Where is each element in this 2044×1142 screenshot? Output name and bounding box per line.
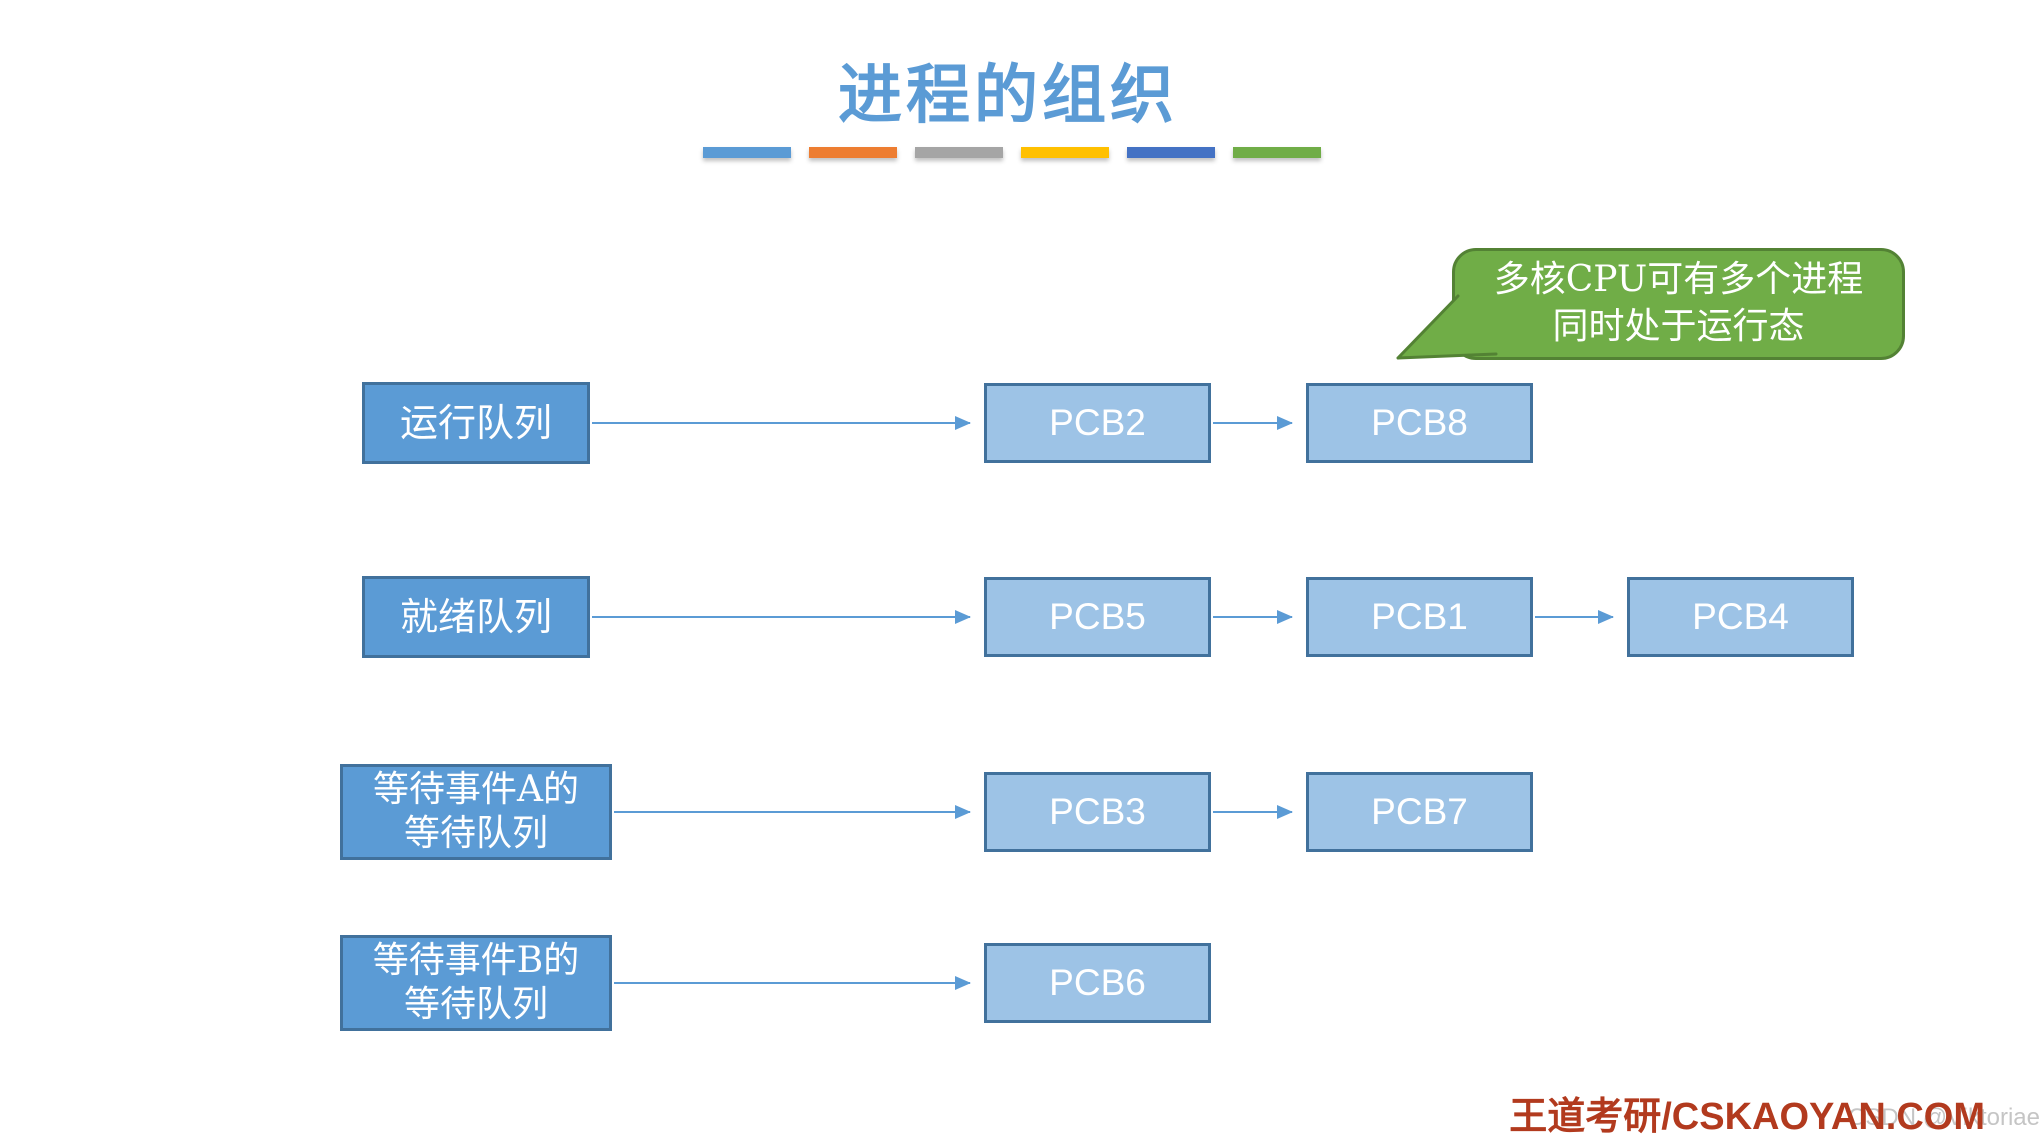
pcb-box-pcb6: PCB6 (984, 943, 1211, 1023)
accent-bar-orange (809, 147, 897, 158)
queue-label-wait-event-a: 等待事件A的 等待队列 (340, 764, 612, 860)
accent-bar-gray (915, 147, 1003, 158)
page-title: 进程的组织 (838, 58, 1178, 133)
queue-label-wait-event-b: 等待事件B的 等待队列 (340, 935, 612, 1031)
pcb-box-pcb8: PCB8 (1306, 383, 1533, 463)
watermark-text: CSDN @Viktoriae (1848, 1104, 2040, 1131)
accent-bar-gold (1021, 147, 1109, 158)
pcb-box-pcb7: PCB7 (1306, 772, 1533, 852)
pcb-box-pcb5: PCB5 (984, 577, 1211, 657)
accent-bar-green (1233, 147, 1321, 158)
callout-text: 多核CPU可有多个进程 同时处于运行态 (1493, 259, 1864, 347)
pcb-box-pcb4: PCB4 (1627, 577, 1854, 657)
pcb-box-pcb2: PCB2 (984, 383, 1211, 463)
accent-bars (703, 147, 1321, 158)
accent-bar-blue (703, 147, 791, 158)
pcb-box-pcb3: PCB3 (984, 772, 1211, 852)
callout-bubble: 多核CPU可有多个进程 同时处于运行态 (1452, 248, 1905, 360)
pcb-box-pcb1: PCB1 (1306, 577, 1533, 657)
queue-label-ready: 就绪队列 (362, 576, 590, 658)
brand-text: 王道考研/CSKAOYAN.COM (1509, 1096, 1985, 1138)
accent-bar-dark-blue (1127, 147, 1215, 158)
queue-label-running: 运行队列 (362, 382, 590, 464)
